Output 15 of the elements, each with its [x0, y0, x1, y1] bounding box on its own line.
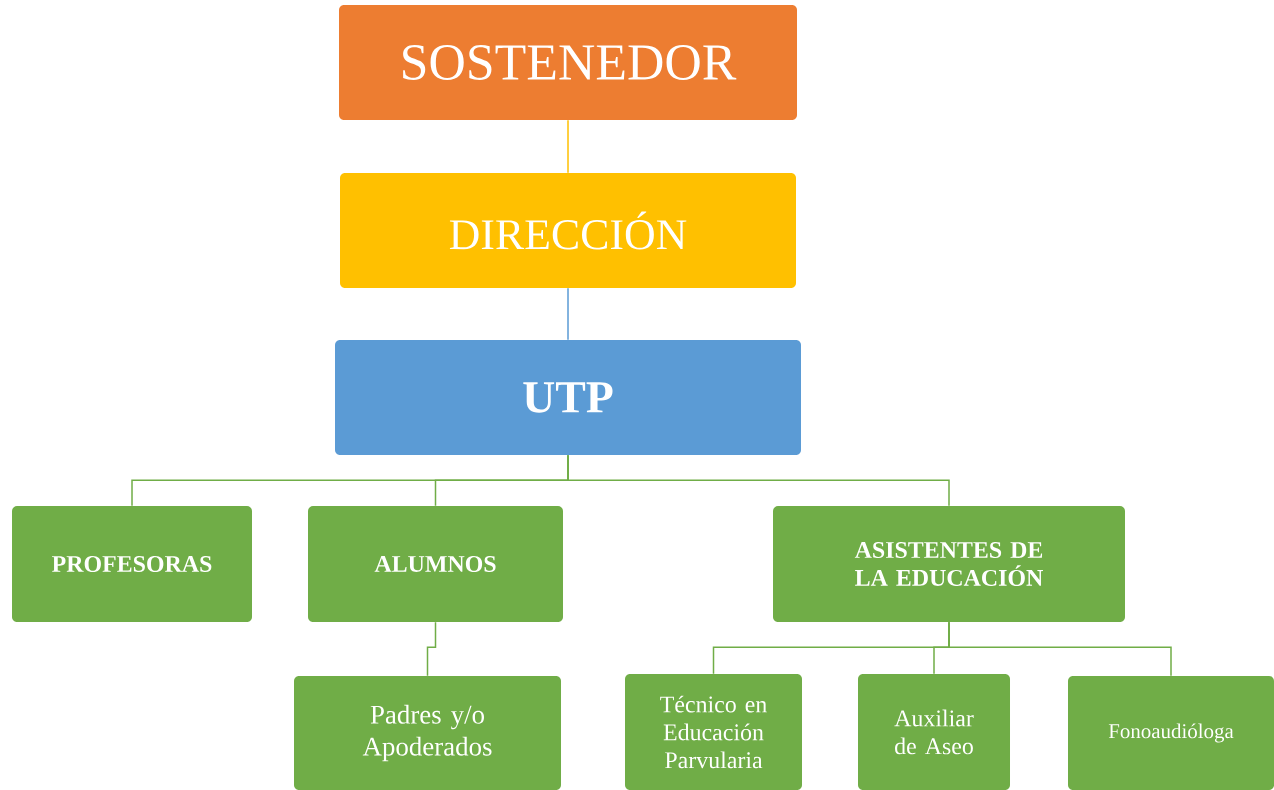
connector-line — [426, 621, 437, 677]
process-box: Técnico en Educación Parvularia — [625, 674, 802, 790]
title-box: SOSTENEDOR — [339, 5, 797, 120]
connector-line — [567, 119, 569, 174]
connector-line — [567, 454, 950, 507]
process-box: Fonoaudióloga — [1068, 676, 1274, 790]
process-box: UTP — [335, 340, 801, 455]
connector-line — [948, 621, 1172, 677]
connector-line — [567, 287, 569, 341]
process-box: ASISTENTES DE LA EDUCACIÓN — [773, 506, 1125, 622]
process-box: PROFESORAS — [12, 506, 252, 622]
process-box: Auxiliar de Aseo — [858, 674, 1010, 790]
process-box: DIRECCIÓN — [340, 173, 796, 288]
process-box: ALUMNOS — [308, 506, 563, 622]
process-box: Padres y/o Apoderados — [294, 676, 561, 790]
